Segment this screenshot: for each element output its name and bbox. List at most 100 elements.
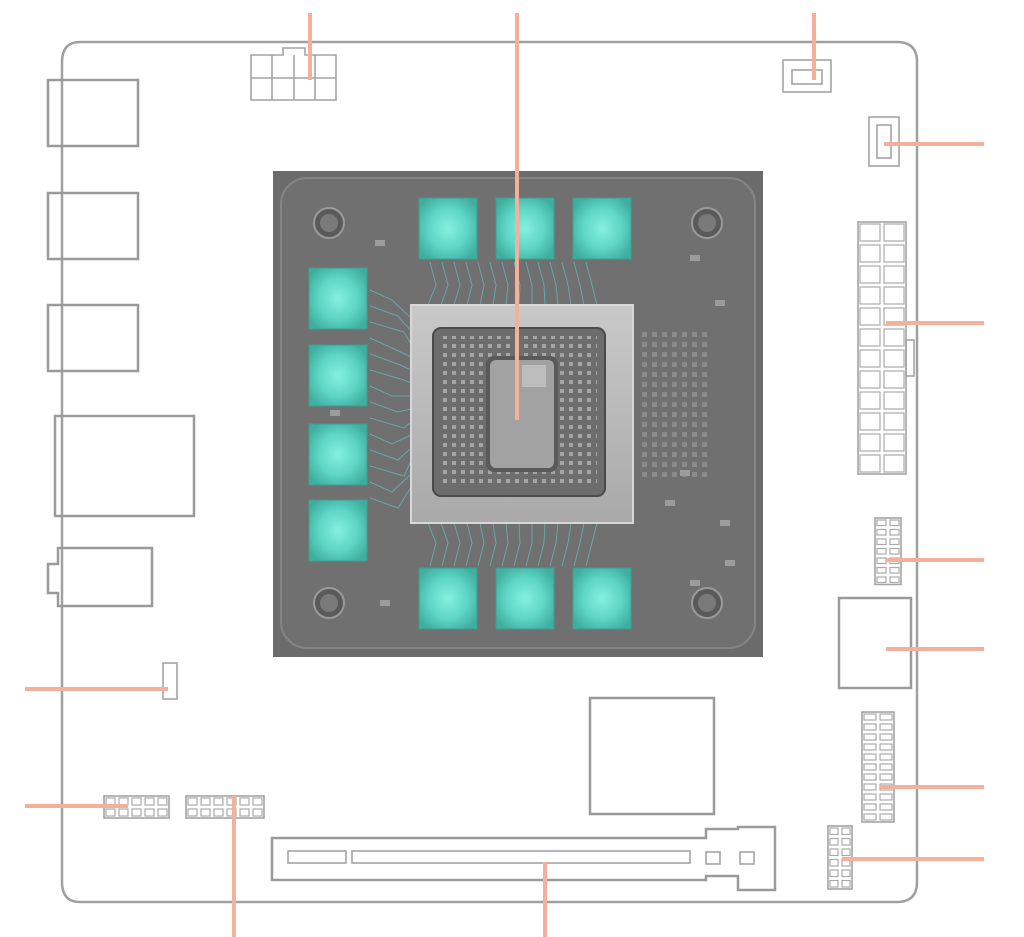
trace xyxy=(513,522,521,567)
trace xyxy=(369,321,412,345)
trace xyxy=(537,522,546,567)
front-panel-pin xyxy=(879,773,893,781)
smd-part xyxy=(680,470,690,476)
front-panel-pin xyxy=(863,793,877,801)
atx-24pin-pin xyxy=(883,412,905,431)
trace xyxy=(477,261,485,306)
usb2-header-right-pin xyxy=(841,827,851,836)
trace xyxy=(369,353,412,371)
trace xyxy=(369,417,412,429)
front-panel-pin xyxy=(863,753,877,761)
trace xyxy=(573,522,585,567)
usb2-header-bottom-pin xyxy=(252,797,263,806)
front-panel-pin xyxy=(879,813,893,821)
usb3-header-pin xyxy=(889,519,900,527)
trace xyxy=(440,261,449,306)
trace xyxy=(525,523,533,567)
front-panel-pin xyxy=(863,763,877,771)
gddr-memory-chip xyxy=(572,197,632,260)
atx-24pin-pin xyxy=(859,391,881,410)
io-controller-chip xyxy=(588,696,716,816)
atx-24pin-pin xyxy=(859,454,881,473)
cpu-fan-header xyxy=(782,59,832,93)
usb-stack-2 xyxy=(46,191,140,261)
mounting-holes xyxy=(313,207,723,619)
rear-io-panel xyxy=(46,78,196,608)
callout-lines xyxy=(25,13,984,937)
usb3-header-pin xyxy=(889,528,900,536)
usb2-header-bottom-pin xyxy=(239,797,250,806)
smd-part xyxy=(330,410,340,416)
small-header-left xyxy=(162,662,178,700)
gddr-memory-chip xyxy=(308,267,368,330)
usb2-header-bottom-pin xyxy=(200,797,211,806)
usb3-header-body xyxy=(874,517,902,586)
atx-latch xyxy=(905,339,915,377)
trace xyxy=(369,385,411,397)
trace xyxy=(369,473,412,493)
front-panel-pin xyxy=(879,723,893,731)
smd-part xyxy=(715,300,725,306)
atx-24pin-pin xyxy=(883,433,905,452)
gddr-memory-chip xyxy=(572,567,632,630)
trace xyxy=(369,369,412,384)
front-panel-body xyxy=(861,711,895,823)
usb3-header-pin xyxy=(876,528,887,536)
usb2-header-right-pin xyxy=(829,869,839,878)
usb3-header-pin xyxy=(889,576,900,584)
usb2-header-right-pin xyxy=(829,858,839,867)
trace xyxy=(549,261,559,306)
gddr-memory-chip xyxy=(308,423,368,486)
smd-components xyxy=(330,240,735,606)
gddr-memory-chip xyxy=(308,344,368,407)
smd-part xyxy=(380,600,390,606)
front-panel-pin xyxy=(863,773,877,781)
usb2-header-bottom-pin xyxy=(239,808,250,817)
usb2-header-right-pin xyxy=(829,879,839,888)
trace xyxy=(465,261,473,306)
audio-header-pin xyxy=(131,808,142,817)
trace xyxy=(369,447,412,461)
atx-24pin-connector xyxy=(857,221,915,475)
usb3-header-pin xyxy=(889,547,900,555)
gddr-memory-chip xyxy=(495,567,555,630)
trace xyxy=(489,522,497,567)
usb2-header-bottom-pin xyxy=(213,808,224,817)
audio-header-pin xyxy=(144,797,155,806)
trace xyxy=(453,522,461,567)
usb3-header-pin xyxy=(876,576,887,584)
usb2-header-right-pin xyxy=(841,848,851,857)
atx-24pin-pin xyxy=(883,244,905,263)
trace xyxy=(369,433,412,445)
trace xyxy=(585,522,598,567)
trace xyxy=(573,261,585,306)
usb2-header-right-pin xyxy=(841,869,851,878)
usb2-header-right-pin xyxy=(841,837,851,846)
trace xyxy=(501,261,509,306)
audio-header-pin xyxy=(144,808,155,817)
audio-header-pin xyxy=(157,797,168,806)
usb-stack-3 xyxy=(46,303,140,373)
trace xyxy=(465,522,473,567)
trace xyxy=(427,261,437,306)
usb2-header-right-pin xyxy=(829,848,839,857)
atx-24pin-pin xyxy=(859,328,881,347)
atx-24pin-pin xyxy=(883,328,905,347)
trace xyxy=(525,261,533,305)
usb2-header-bottom-body xyxy=(185,795,265,819)
trace xyxy=(440,522,449,567)
passive-array xyxy=(640,330,710,480)
front-panel-pin xyxy=(879,753,893,761)
gddr-memory-chip xyxy=(418,567,478,630)
front-panel-header xyxy=(861,711,895,823)
trace xyxy=(537,261,546,306)
front-panel-pin xyxy=(879,793,893,801)
front-panel-pin xyxy=(863,803,877,811)
usb2-header-right-pin xyxy=(841,879,851,888)
pcb-outline xyxy=(60,40,919,904)
smd-part xyxy=(720,520,730,526)
ethernet-port xyxy=(53,414,196,518)
front-panel-pin xyxy=(863,713,877,721)
atx-24pin-pin xyxy=(883,223,905,242)
